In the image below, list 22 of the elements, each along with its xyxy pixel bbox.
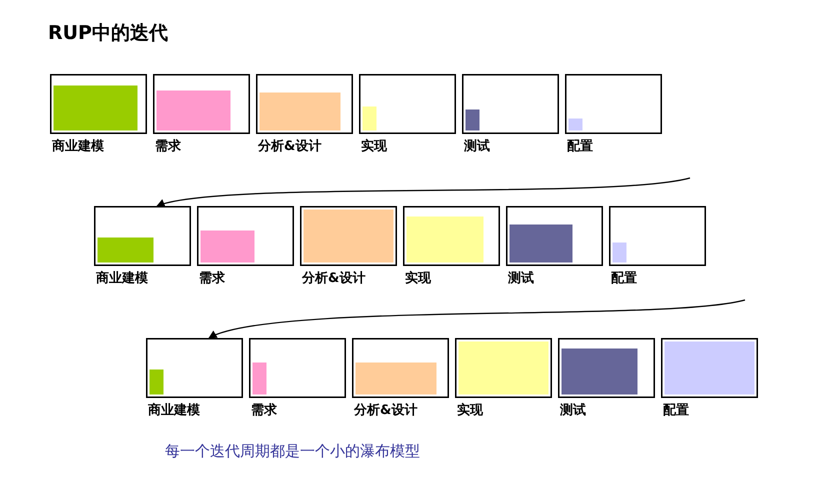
stage-label: 配置 bbox=[567, 138, 593, 155]
caption: 每一个迭代周期都是一个小的瀑布模型 bbox=[165, 442, 420, 461]
stage-label: 测试 bbox=[508, 270, 534, 287]
stage-label: 配置 bbox=[611, 270, 637, 287]
stage-label: 分析&设计 bbox=[302, 270, 366, 287]
stage-label: 商业建模 bbox=[52, 138, 104, 155]
stage-label: 实现 bbox=[361, 138, 387, 155]
stage-label: 需求 bbox=[199, 270, 225, 287]
stage-label: 分析&设计 bbox=[354, 402, 418, 419]
stage-label: 商业建模 bbox=[96, 270, 148, 287]
stage-label: 实现 bbox=[457, 402, 483, 419]
stage-label: 需求 bbox=[155, 138, 181, 155]
curved-arrow bbox=[208, 299, 746, 340]
curved-arrow bbox=[156, 177, 690, 208]
diagram-title: RUP中的迭代 bbox=[48, 21, 168, 46]
stage-label: 测试 bbox=[560, 402, 586, 419]
stage-label: 配置 bbox=[663, 402, 689, 419]
stage-label: 需求 bbox=[251, 402, 277, 419]
stage-label: 测试 bbox=[464, 138, 490, 155]
stage-label: 分析&设计 bbox=[258, 138, 322, 155]
stage-label: 商业建模 bbox=[148, 402, 200, 419]
stage-label: 实现 bbox=[405, 270, 431, 287]
